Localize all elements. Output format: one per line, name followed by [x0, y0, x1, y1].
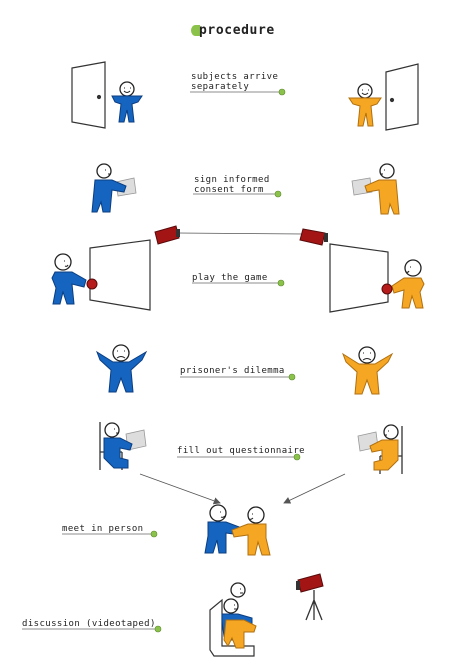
camera-right [299, 228, 328, 246]
person-blue-arriving [111, 81, 143, 123]
screen-left [89, 239, 151, 311]
arrow-blue-to-meeting [139, 473, 221, 505]
person-orange-questionnaire [357, 424, 403, 474]
step-3-label: play the game [192, 273, 268, 283]
couch [209, 598, 255, 657]
door-left [71, 61, 106, 129]
screen-right [329, 243, 389, 313]
page-title: procedure [199, 23, 275, 38]
person-orange-meeting [231, 506, 271, 556]
step-5-label: fill out questionnaire [177, 446, 306, 456]
person-blue-dilemma [96, 344, 148, 393]
person-orange-arriving [348, 83, 382, 127]
step-4-label: prisoner's dilemma [180, 366, 285, 376]
step-6-label: meet in person [62, 524, 144, 534]
camera-connection-line [177, 232, 305, 235]
label-dots [150, 88, 301, 633]
camera-left [154, 225, 180, 245]
person-orange-playing [381, 259, 425, 309]
person-blue-signing [91, 163, 137, 213]
label-underlines [22, 91, 297, 630]
person-blue-playing [51, 253, 98, 305]
person-orange-discussion [223, 582, 257, 649]
title-accent-dot [191, 25, 200, 36]
person-orange-dilemma [342, 346, 394, 395]
video-camera-tripod [296, 573, 324, 621]
door-right [385, 63, 419, 131]
person-orange-signing [351, 163, 400, 215]
arrow-orange-to-meeting [283, 473, 346, 504]
person-blue-questionnaire [99, 422, 147, 470]
step-7-label: discussion (videotaped) [22, 619, 156, 629]
